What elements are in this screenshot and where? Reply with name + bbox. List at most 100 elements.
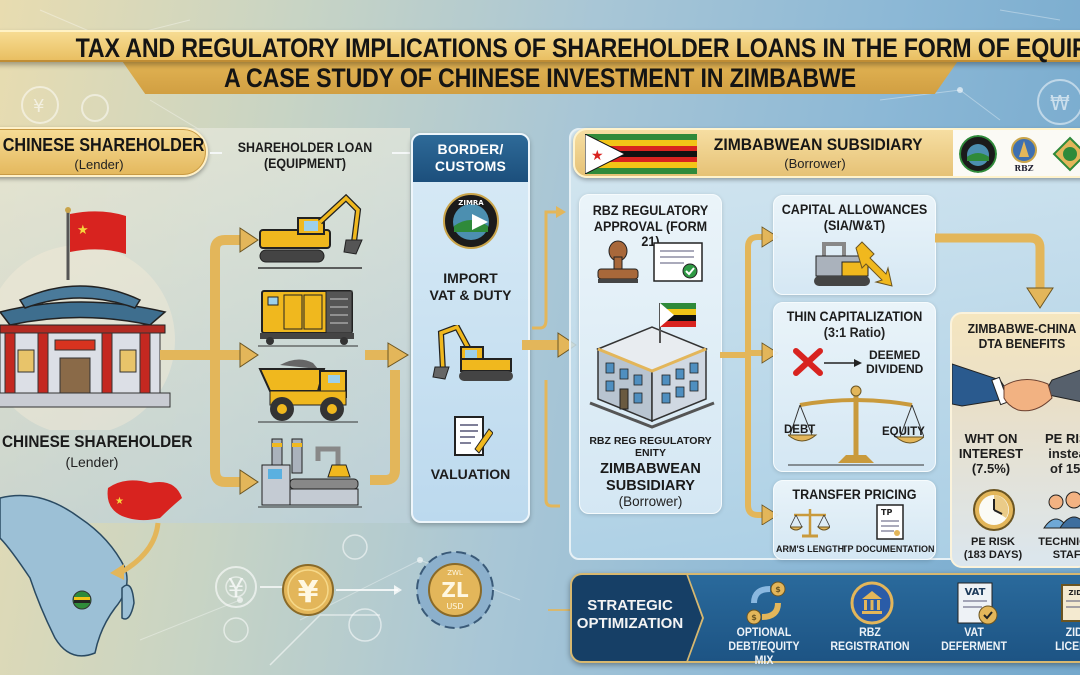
- arrow-right-icon: [824, 359, 862, 367]
- deemed-line2: DIVIDEND: [866, 361, 924, 376]
- svg-text:ZWL: ZWL: [447, 569, 463, 577]
- subsidiary-building-icon: [589, 303, 715, 429]
- zimra-logo-icon: ZIMRA: [443, 193, 499, 249]
- dta-title: ZIMBABWE-CHINA DTA BENEFITS: [957, 321, 1080, 352]
- africa-map-icon: ★: [0, 480, 182, 657]
- pe-risk-line1: PE RISK: [970, 536, 1015, 548]
- loan-label-line2: (EQUIPMENT): [263, 156, 347, 172]
- strategy-item-debt-equity[interactable]: $ $ OPTIONAL DEBT/EQUITY MIX: [714, 575, 814, 667]
- rbz-logo-icon: RBZ: [1011, 137, 1037, 173]
- china-flag-icon: [70, 211, 126, 254]
- tp-documentation-label: TP DOCUMENTATION: [842, 544, 935, 554]
- svg-text:★: ★: [77, 223, 89, 238]
- transfer-pricing-title: TRANSFER PRICING: [792, 487, 917, 502]
- strategy-item-line2: REGISTRATION: [830, 640, 910, 653]
- equity-label: EQUITY: [882, 426, 925, 438]
- generator-icon: [258, 290, 358, 347]
- zida-logo-icon: [1052, 136, 1080, 172]
- entity-title-line2: SUBSIDIARY: [606, 477, 695, 494]
- capital-allowances-card: CAPITAL ALLOWANCES (SIA/W&T): [773, 195, 936, 295]
- pe-risk-line2: (183 DAYS): [963, 548, 1023, 561]
- wht-rate: (7.5%): [971, 460, 1011, 476]
- zimra-logo-icon: [959, 135, 997, 173]
- customs-header-line2: CUSTOMS: [434, 157, 507, 174]
- wht-line2: INTEREST: [958, 445, 1024, 461]
- strategy-item-line1: RBZ: [859, 627, 881, 639]
- strategy-item-line1: OPTIONAL: [736, 627, 792, 639]
- handshake-icon: [952, 363, 1080, 412]
- rbz-approval-title: RBZ REGULATORY APPROVAL (FORM 21): [585, 203, 716, 250]
- strategic-optimization-bar: STRATEGIC OPTIMIZATION $ $ OPTIONAL DEBT…: [570, 573, 1080, 667]
- entity-title: ZIMBABWEAN SUBSIDIARY (Borrower): [580, 461, 721, 510]
- strategy-item-zida-license[interactable]: ZIDA ZIDA LICENSE: [1028, 575, 1080, 661]
- strategy-head: STRATEGIC OPTIMIZATION: [572, 575, 702, 661]
- title-line-1: TAX AND REGULATORY IMPLICATIONS OF SHARE…: [75, 33, 1080, 63]
- arms-length-label: ARM'S LENGTH: [776, 544, 845, 554]
- depreciating-equipment-icon: [814, 241, 893, 287]
- thin-cap-ratio: (3:1 Ratio): [823, 324, 886, 340]
- strategy-item-vat-deferment[interactable]: VAT VAT DEFERMENT: [924, 575, 1024, 661]
- yuan-outline-icon: ¥: [215, 566, 257, 608]
- debt-equity-swap-icon: $ $: [746, 581, 786, 625]
- strategy-item-line2: DEBT/EQUITY MIX: [728, 640, 800, 667]
- strategy-item-label: VAT DEFERMENT: [928, 627, 1020, 655]
- approval-stamp-icon: [597, 240, 703, 283]
- rbz-approval-line1: RBZ REGULATORY: [592, 203, 709, 218]
- svg-text:VAT: VAT: [965, 587, 986, 598]
- dta-title-line1: ZIMBABWE-CHINA: [967, 321, 1077, 336]
- zwl-usd-gear-coin-icon: ZWL ZL USD: [416, 551, 494, 629]
- transfer-pricing-card: TRANSFER PRICING TP ARM'S LENGTH TP DOCU…: [773, 480, 936, 560]
- debt-equity-scale-icon: [788, 385, 924, 466]
- strategy-head-line2: OPTIMIZATION: [576, 615, 684, 632]
- wht-line1: WHT ON: [964, 431, 1018, 446]
- red-x-icon: [793, 348, 823, 376]
- svg-text:$: $: [751, 613, 757, 622]
- lender-header-subtitle: (Lender): [74, 157, 124, 172]
- strategy-item-label: OPTIONAL DEBT/EQUITY MIX: [718, 627, 810, 668]
- svg-text:¥: ¥: [298, 575, 319, 610]
- loan-label-line1: SHAREHOLDER LOAN: [237, 140, 373, 155]
- deemed-line1: DEEMED: [869, 348, 921, 362]
- chinese-headquarters-icon: ★: [0, 207, 175, 430]
- rbz-bank-icon: [850, 581, 894, 625]
- svg-text:₩: ₩: [1050, 91, 1070, 115]
- yuan-coin-icon: ¥: [282, 564, 334, 616]
- strategy-connector: [548, 609, 572, 611]
- dump-truck-icon: [258, 359, 358, 423]
- svg-text:TP: TP: [881, 508, 892, 517]
- wht-interest-label: WHT ON INTEREST (7.5%): [956, 431, 1026, 477]
- equipment-flow-arrows: [160, 227, 409, 495]
- svg-text:RBZ: RBZ: [1014, 163, 1033, 173]
- rbz-approval-card: RBZ REGULATORY APPROVAL (FORM 21) RBZ RE…: [579, 194, 722, 514]
- processing-plant-icon: [258, 438, 362, 508]
- dta-benefits-card: ZIMBABWE-CHINA DTA BENEFITS WHT ON INTER…: [950, 312, 1080, 568]
- currency-conversion-graphic: ¥ ¥ ZWL ZL USD: [215, 534, 494, 666]
- lender-header-title: CHINESE SHAREHOLDER: [2, 135, 205, 155]
- capital-to-dta-arrow: [935, 233, 1054, 309]
- customs-to-subsidiary-arrows: [522, 206, 577, 508]
- import-vat-duty-label: IMPORT VAT & DUTY: [413, 270, 528, 304]
- lender-caption-subtitle: (Lender): [65, 454, 119, 470]
- debt-label: DEBT: [784, 424, 816, 436]
- border-customs-column: BORDER/ CUSTOMS ZIMRA IMPORT VAT & DUTY …: [411, 133, 530, 523]
- tax-treatment-arrows: [720, 226, 779, 525]
- customs-header-line1: BORDER/: [437, 141, 504, 157]
- pe-line1: PE RISK: [1044, 431, 1080, 446]
- regulator-logos: RBZ: [953, 130, 1080, 176]
- imported-excavator-icon: [432, 325, 513, 381]
- divider: [392, 152, 410, 154]
- strategy-item-rbz-registration[interactable]: RBZ REGISTRATION: [820, 575, 920, 661]
- zida-certificate-icon: ZIDA: [1061, 584, 1080, 622]
- entity-line1: RBZ REG REGULATORY: [589, 435, 712, 447]
- pe-line2: instead: [1048, 445, 1080, 461]
- clock-icon: [973, 489, 1015, 531]
- title-banner-lower: [120, 58, 960, 94]
- valuation-label: VALUATION: [430, 466, 511, 482]
- strategy-head-label: STRATEGIC OPTIMIZATION: [572, 597, 688, 633]
- pe-line3: of 15%: [1050, 460, 1080, 476]
- svg-text:★: ★: [115, 496, 124, 507]
- pe-rate-label: PE RISK instead of 15%: [1036, 431, 1080, 477]
- shareholder-loan-label: SHAREHOLDER LOAN (EQUIPMENT): [227, 140, 383, 172]
- strategy-item-line1: VAT: [964, 627, 984, 639]
- pe-risk-days-label: PE RISK (183 DAYS): [958, 536, 1028, 561]
